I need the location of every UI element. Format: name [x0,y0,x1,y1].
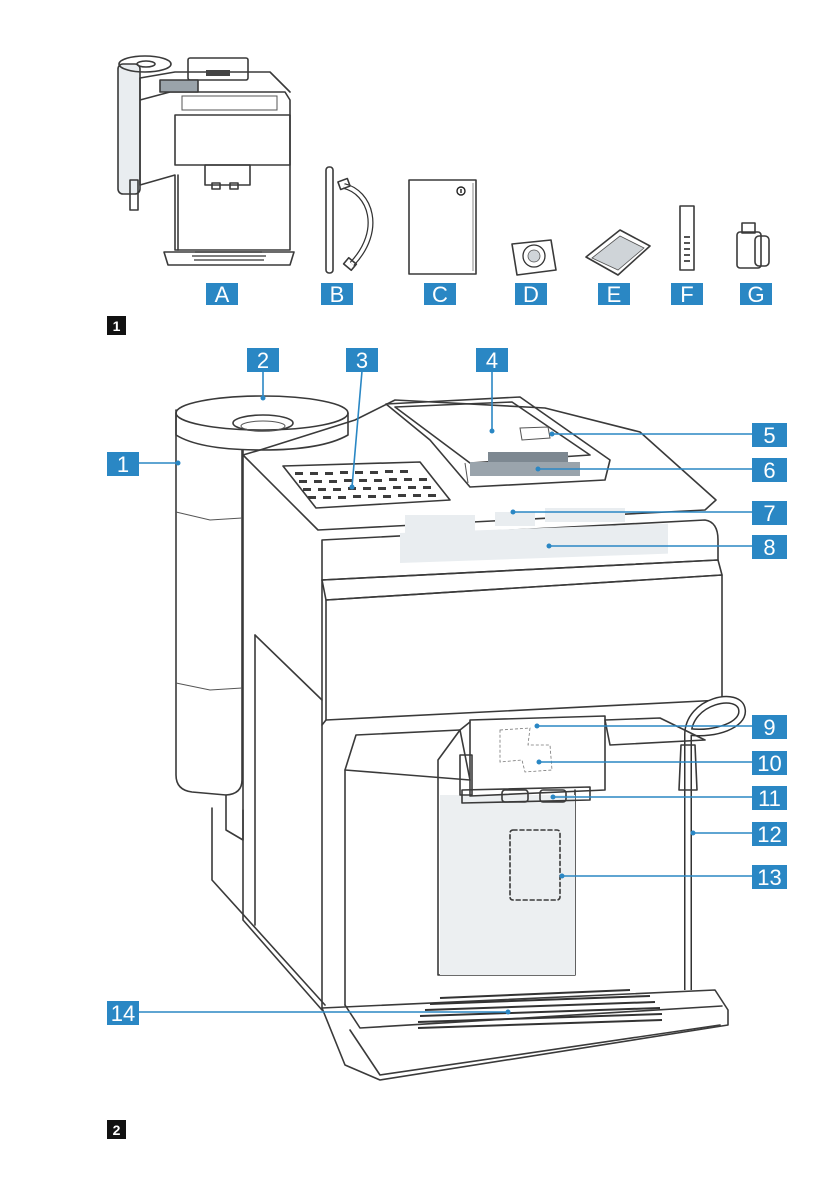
label-a: A [206,282,238,307]
water-filter-icon [737,223,769,268]
callout-1: 1 [107,452,139,477]
callout-7: 7 [752,501,787,526]
svg-text:C: C [432,282,448,307]
test-strip-icon [680,206,694,270]
svg-text:1: 1 [113,318,121,334]
svg-text:11: 11 [758,786,781,811]
descaling-tablet-icon [512,240,556,275]
svg-text:9: 9 [763,715,775,740]
svg-text:2: 2 [113,1122,121,1138]
svg-text:6: 6 [763,458,775,483]
svg-text:D: D [523,282,539,307]
callout-13: 13 [752,865,787,890]
svg-text:2: 2 [257,348,269,373]
svg-text:F: F [680,282,693,307]
svg-text:4: 4 [486,348,498,373]
cleaning-tablets-pack-icon [586,230,650,275]
figure-number-2: 2 [107,1120,126,1139]
figure-1: A B C D E F G 1 [107,56,772,335]
callout-9: 9 [752,715,787,740]
svg-text:5: 5 [763,423,775,448]
figure-number-1: 1 [107,316,126,335]
figure-2: 1 2 3 4 5 6 7 8 9 10 11 12 13 14 2 [107,348,787,1139]
label-g: G [740,282,772,307]
manual-icon [409,180,476,274]
callout-12: 12 [752,822,787,847]
callout-10: 10 [752,751,787,776]
svg-text:8: 8 [763,535,775,560]
label-f: F [671,282,703,307]
callout-6: 6 [752,458,787,483]
milk-hose-icon [326,167,371,273]
svg-text:A: A [215,282,230,307]
svg-text:7: 7 [763,501,775,526]
svg-text:1: 1 [117,452,129,477]
svg-text:G: G [747,282,764,307]
svg-text:10: 10 [757,751,781,776]
label-c: C [424,282,456,307]
label-e: E [598,282,630,307]
svg-text:14: 14 [111,1001,135,1026]
svg-text:B: B [330,282,345,307]
callout-14: 14 [107,1001,139,1026]
callout-8: 8 [752,535,787,560]
callout-11: 11 [752,786,787,811]
label-b: B [321,282,353,307]
svg-text:12: 12 [757,822,781,847]
callout-5: 5 [752,423,787,448]
callout-3: 3 [346,348,378,373]
label-d: D [515,282,547,307]
callout-4: 4 [476,348,508,373]
callout-2: 2 [247,348,279,373]
bean-grille [295,470,436,499]
svg-text:13: 13 [757,865,781,890]
coffee-machine-icon [118,56,294,265]
svg-text:3: 3 [356,348,368,373]
letter-labels: A B C D E F G [206,282,772,307]
machine-body [212,397,742,1080]
svg-text:E: E [607,282,622,307]
